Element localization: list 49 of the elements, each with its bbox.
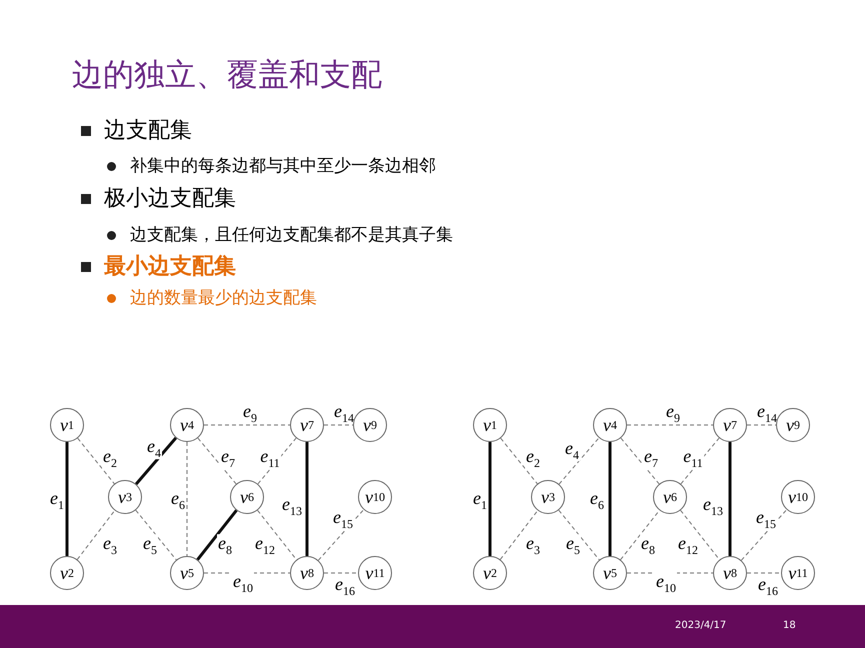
graph-edge [558, 437, 600, 485]
graph-edge [608, 442, 612, 556]
graph-edge [620, 438, 660, 484]
graph-edge [728, 442, 732, 556]
graph-edge [66, 442, 68, 556]
bullet-text: 边支配集，且任何边支配集都不是其真子集 [130, 226, 453, 245]
graph-edge [488, 442, 492, 556]
graph-edge [257, 438, 297, 484]
edge-label: e$_{8}$ [217, 534, 233, 556]
edge-label: e$_{5}$ [142, 534, 158, 556]
bullet-text: 补集中的每条边都与其中至少一条边相邻 [130, 157, 436, 176]
graph-edge [626, 424, 714, 426]
graph-edge [135, 510, 177, 560]
graph-edge [77, 438, 115, 484]
edge-label: e$_{10}$ [232, 572, 254, 594]
graph-edge [740, 509, 788, 561]
graph-edge [134, 436, 178, 486]
graph-edge [257, 510, 297, 560]
edge-label: e$_{8}$ [640, 534, 656, 556]
graph-edge [746, 424, 776, 426]
bullet-text: 最小边支配集 [104, 255, 236, 280]
graph-edge [204, 572, 290, 574]
edge-label: e$_{12}$ [677, 534, 699, 556]
edge-label: e$_{10}$ [655, 572, 677, 594]
graph-edge [186, 442, 188, 556]
graph-edge [680, 438, 720, 484]
graph-edge [318, 509, 364, 561]
graph-edge [196, 509, 238, 561]
graph-edge [197, 438, 237, 484]
graph-edge [324, 572, 358, 574]
graph-edge [746, 572, 782, 574]
date-text: 2023/4/17 [675, 620, 726, 631]
bullet-text: 极小边支配集 [104, 187, 236, 212]
graph-edge [680, 510, 720, 560]
graph-edge [500, 510, 538, 560]
graph-edge [558, 510, 600, 560]
title: 边的独立、覆盖和支配 [72, 56, 382, 95]
graph-edge [626, 572, 714, 574]
graph-edge [76, 510, 116, 560]
edge-label: e$_{12}$ [254, 534, 276, 556]
edge-label: e$_{5}$ [565, 534, 581, 556]
graph-edge [204, 424, 290, 426]
graph-edge [306, 442, 308, 556]
bullet-text: 边支配集 [104, 119, 192, 144]
graph-edge [620, 510, 660, 560]
graph-edge [324, 424, 354, 426]
page-number: 18 [783, 620, 796, 631]
graph-edge [500, 438, 538, 484]
bullet-text: 边的数量最少的边支配集 [130, 289, 317, 308]
